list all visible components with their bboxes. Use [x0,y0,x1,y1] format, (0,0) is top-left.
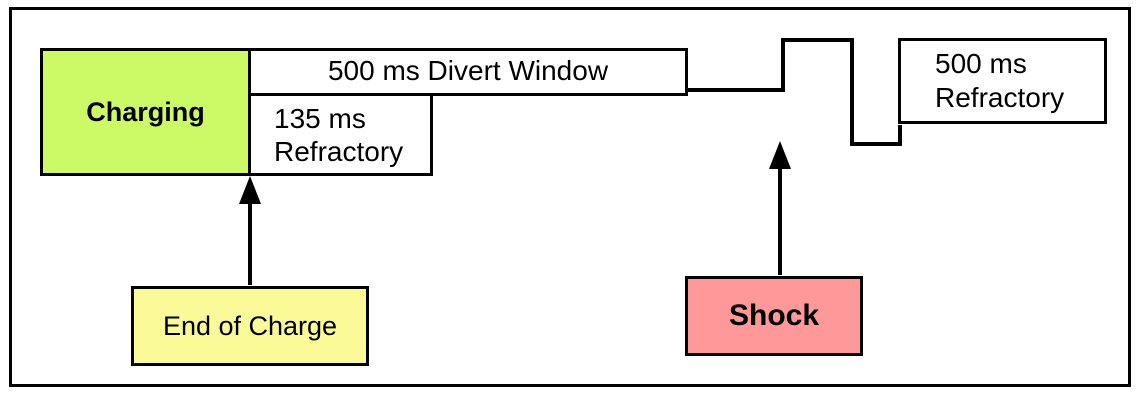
divert-window-box: 500 ms Divert Window [248,48,688,96]
diagram-outer-border [9,7,1131,387]
refractory-500-label-line1: 500 ms [935,48,1027,79]
charging-label: Charging [86,96,205,127]
refractory-135-label-line1: 135 ms [274,102,366,134]
shock-arrowhead-icon [769,141,791,169]
refractory-500-box: 500 ms Refractory [898,38,1107,124]
end-of-charge-label: End of Charge [162,310,338,341]
end-of-charge-arrow [239,176,261,285]
signal-step-trace [686,38,902,146]
end-of-charge-box: End of Charge [131,286,369,366]
shock-box: Shock [685,276,863,356]
shock-label: Shock [728,299,820,332]
end-of-charge-arrowhead-icon [239,176,261,204]
shock-arrow [769,141,791,275]
refractory-135-box: 135 ms Refractory [248,93,433,176]
charging-box: Charging [40,48,251,176]
divert-window-label: 500 ms Divert Window [327,55,609,86]
refractory-500-label-line2: Refractory [935,82,1065,113]
refractory-135-label-line2: Refractory [274,135,404,167]
